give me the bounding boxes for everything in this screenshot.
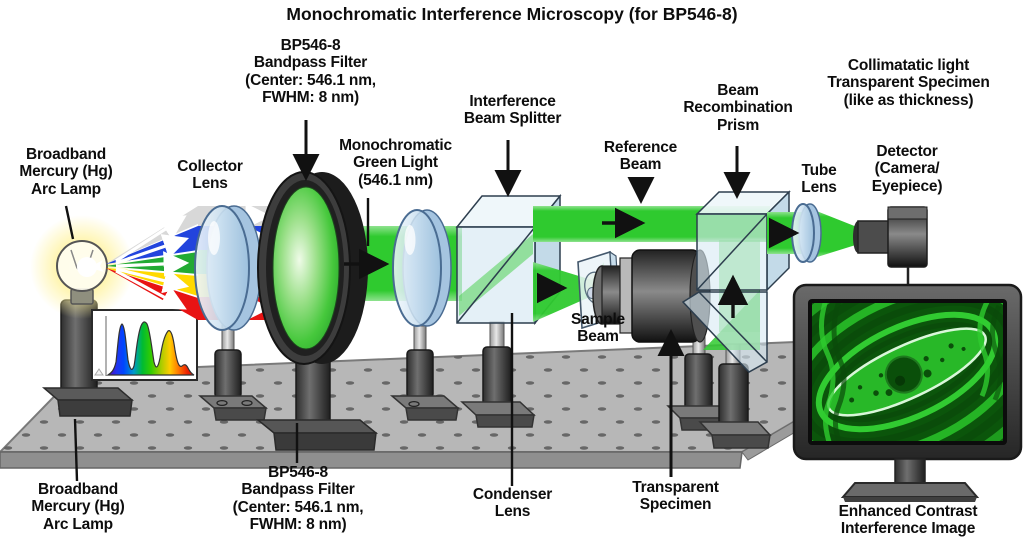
collector-lens	[194, 205, 269, 421]
label-lamp-bottom: Broadband Mercury (Hg) Arc Lamp	[31, 481, 125, 533]
label-transparent-specimen: Transparent Specimen	[632, 479, 719, 514]
label-condenser-lens: Condenser Lens	[472, 486, 553, 521]
label-lamp-top: Broadband Mercury (Hg) Arc Lamp	[19, 146, 113, 198]
label-monochromatic-green: Monochromatic Green Light (546.1 nm)	[339, 137, 452, 189]
tube-lens	[791, 203, 822, 263]
beam-direction-arrows	[344, 207, 800, 318]
label-pointer-lines	[64, 120, 751, 486]
condenser-lens	[389, 209, 461, 421]
monitor-base	[840, 482, 980, 498]
label-sample-beam: Sample Beam	[571, 311, 625, 346]
monitor	[792, 283, 1023, 502]
bandpass-filter	[255, 171, 379, 451]
label-recombination-prism: Beam Recombination Prism	[683, 82, 793, 134]
hg-arc-lamp	[30, 215, 135, 417]
spectrum-inset-chart	[91, 309, 198, 381]
label-reference-beam: Reference Beam	[603, 139, 678, 174]
label-beam-splitter: Interference Beam Splitter	[463, 93, 562, 128]
label-bandpass-bottom: BP546-8 Bandpass Filter (Center: 546.1 n…	[232, 464, 364, 534]
label-collimatatic: Collimatatic light Transparent Specimen …	[827, 57, 990, 109]
label-enhanced-image: Enhanced Contrast Interference Image	[838, 503, 978, 538]
label-bandpass-top: BP546-8 Bandpass Filter (Center: 546.1 n…	[245, 37, 376, 107]
interference-image	[812, 303, 1003, 441]
label-detector: Detector (Camera/ Eyepiece)	[871, 143, 943, 195]
monitor-neck	[894, 458, 926, 485]
page-title: Monochromatic Interference Microscopy (f…	[286, 4, 738, 24]
detector-camera	[853, 206, 928, 288]
label-tube-lens: Tube Lens	[801, 162, 837, 197]
label-collector-lens: Collector Lens	[177, 158, 243, 193]
